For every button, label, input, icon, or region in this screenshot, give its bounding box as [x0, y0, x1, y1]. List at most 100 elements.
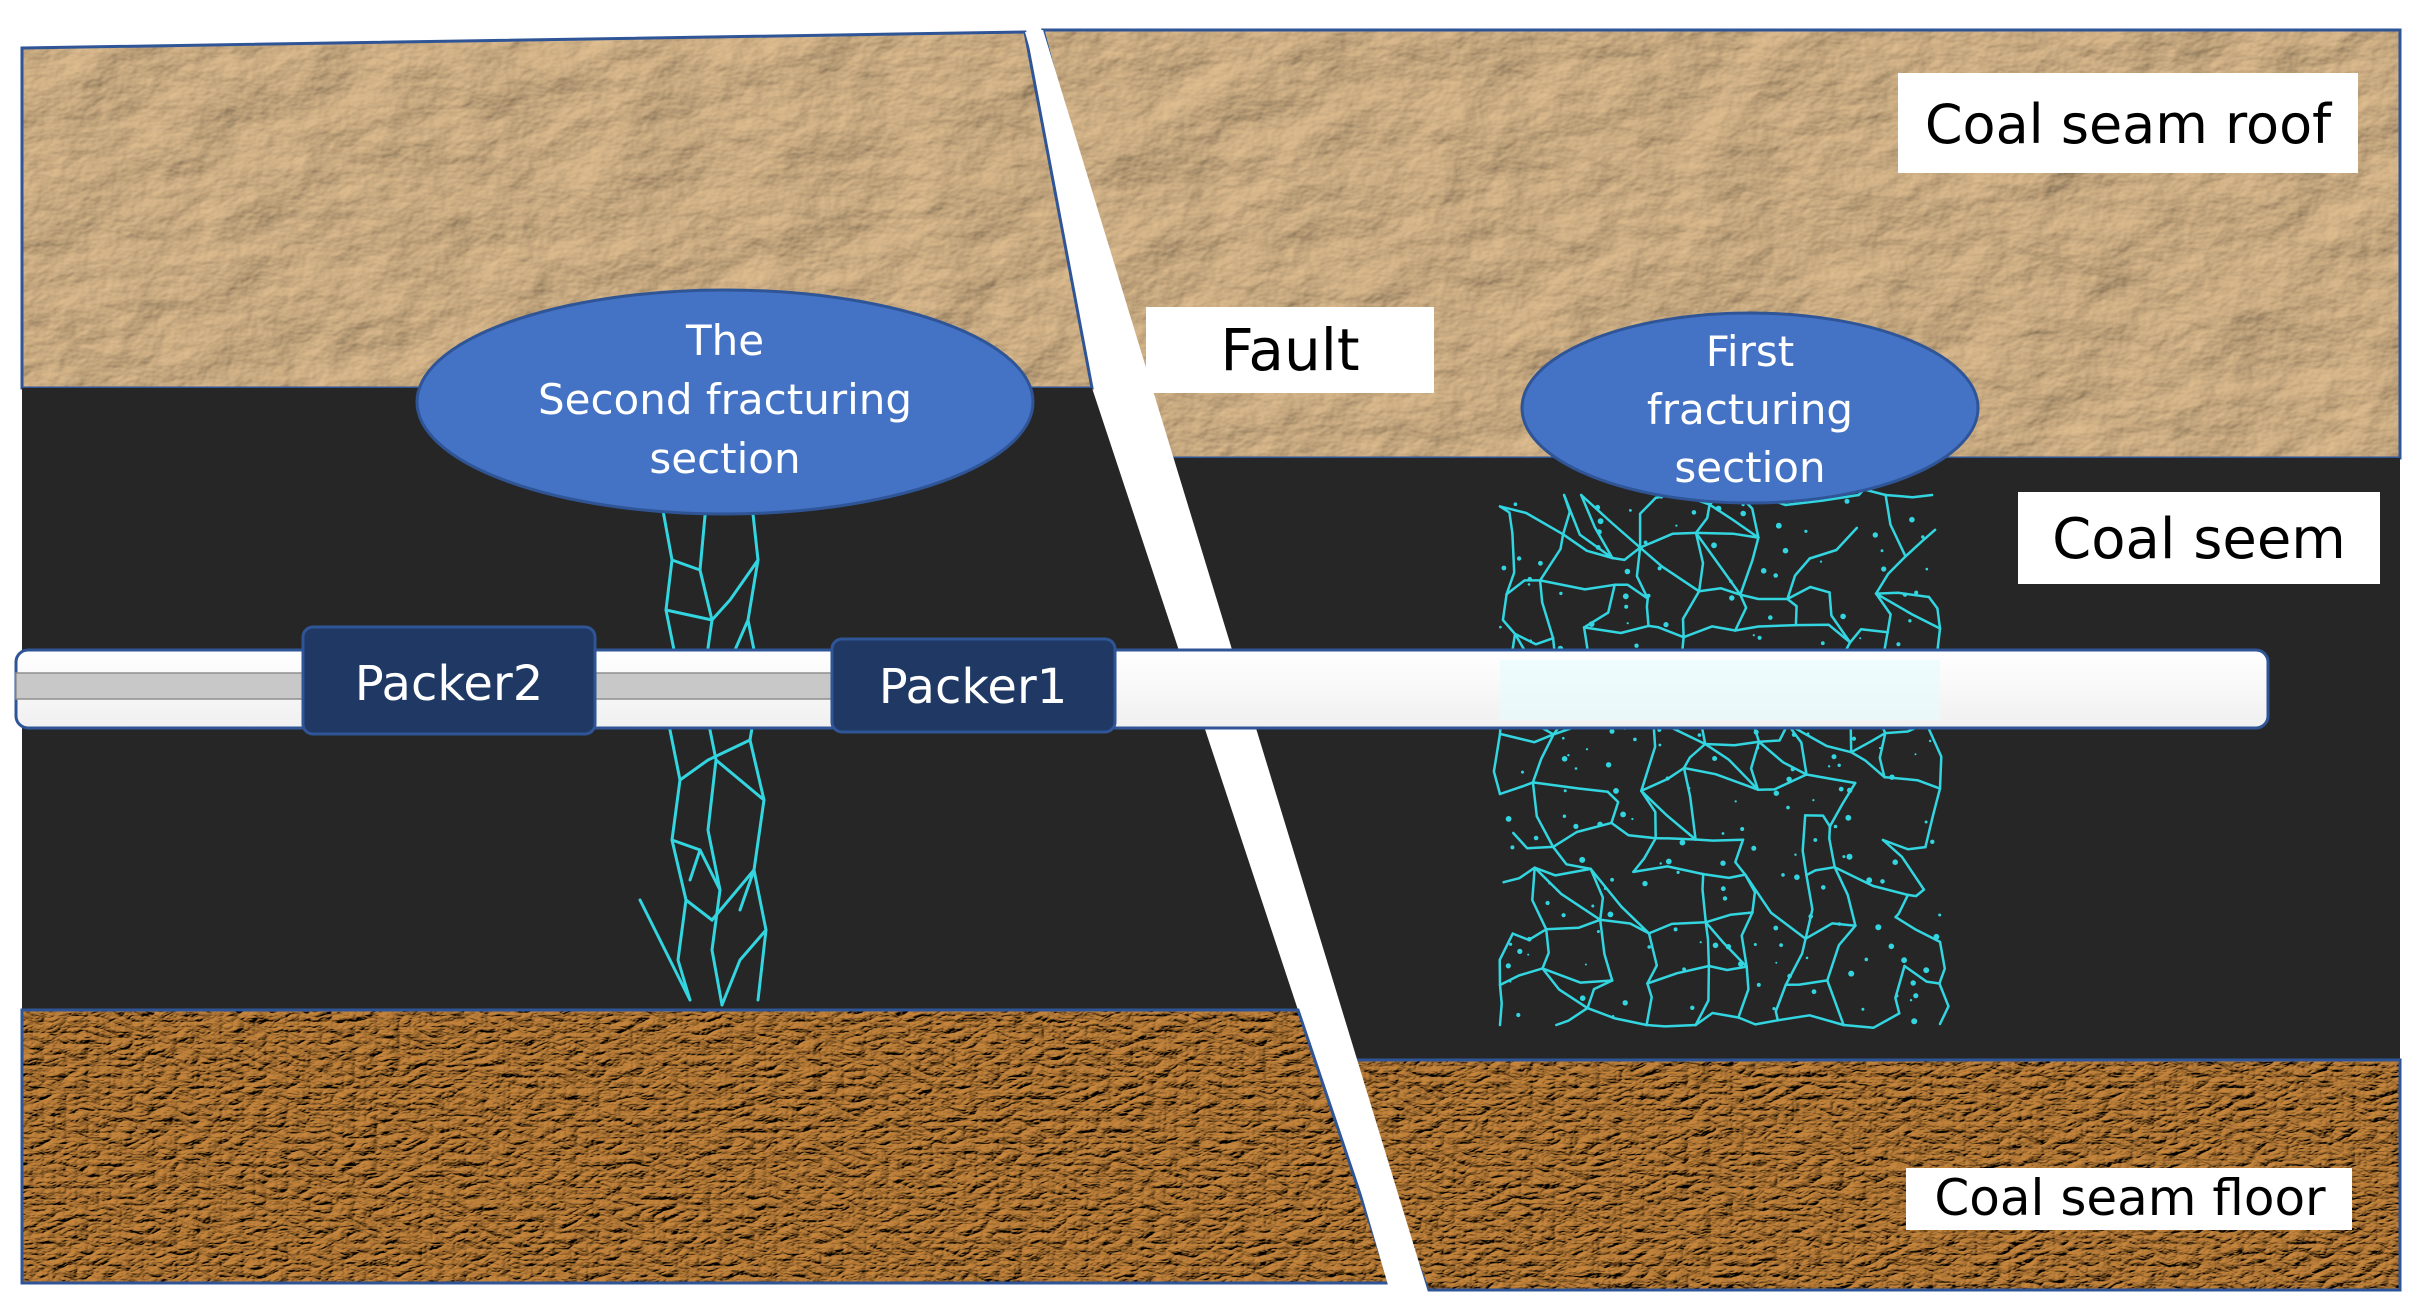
fracture-crack [1498, 732, 1555, 744]
fracture-crack [1743, 873, 1807, 940]
fracture-speck [1611, 1015, 1615, 1018]
fracture-speck [1819, 560, 1823, 563]
fracture-speck [1791, 732, 1797, 737]
first-fracture-network [1492, 488, 1950, 1029]
fracture-crack [1492, 732, 1502, 796]
roof-label-box [1898, 73, 2358, 173]
fracture-speck [1794, 853, 1797, 856]
fracture-crack [1654, 836, 1697, 841]
fracture-speck [1902, 592, 1908, 597]
fracture-speck [1908, 619, 1912, 623]
fracture-speck [1585, 748, 1589, 751]
fracture-crack [1645, 597, 1650, 628]
fracture-crack [1927, 595, 1942, 630]
fracture-speck [1720, 886, 1726, 892]
first-fracturing-line-3: section [1674, 443, 1825, 492]
fracture-speck [1875, 924, 1882, 931]
second-fracturing-line-1: The [685, 316, 764, 365]
fracture-speck [1527, 576, 1533, 582]
fault-label-box [1146, 307, 1434, 393]
fracture-crack [1740, 911, 1754, 968]
fracture-speck [1643, 540, 1648, 545]
fracture-crack [1682, 742, 1707, 770]
fracture-crack [1737, 1016, 1780, 1026]
fracture-crack [1883, 775, 1942, 790]
fracture-crack [1701, 872, 1747, 880]
fracture-speck [1913, 993, 1919, 999]
fracture-crack [1848, 627, 1889, 644]
fracture-crack [1498, 781, 1535, 796]
fracture-crack [1512, 831, 1555, 850]
fracture-crack [1924, 721, 1943, 790]
fracture-speck [1805, 956, 1809, 960]
fracture-speck [1757, 635, 1762, 640]
fracture-speck [1633, 737, 1637, 742]
fracture-speck [1909, 999, 1913, 1002]
fracture-speck [1626, 622, 1629, 625]
fracture-crack [1586, 979, 1614, 1010]
fracture-crack [1501, 592, 1517, 636]
fracture-crack [1786, 597, 1798, 627]
fracture-crack [1498, 983, 1503, 1027]
fracture-crack [1849, 731, 1887, 754]
fracture-speck [1595, 545, 1601, 550]
fracture-crack [1894, 964, 1906, 1015]
fracture-crack [1801, 814, 1808, 877]
fracture-crack [1874, 591, 1931, 599]
fracture-speck [1561, 913, 1566, 918]
fracture-speck [1538, 560, 1543, 566]
fracture-crack [1906, 888, 1926, 898]
first-fracturing-line-1: First [1706, 327, 1794, 376]
fracture-crack [1703, 740, 1761, 747]
fracture-speck [1665, 858, 1672, 865]
left-coal-seam-floor [22, 1010, 1390, 1283]
fracture-speck [1821, 885, 1826, 890]
fracture-speck [1790, 767, 1795, 772]
fracture-speck [1527, 953, 1530, 956]
fracture-speck [1813, 838, 1818, 842]
fracture-speck [1752, 634, 1755, 637]
fracture-crack [1833, 865, 1857, 927]
fracture-speck [1659, 862, 1662, 865]
fracture-speck [1624, 568, 1631, 575]
fracture-speck [1889, 774, 1895, 780]
packer1 [830, 637, 1117, 734]
fracture-speck [1676, 870, 1680, 875]
fracture-crack [1924, 787, 1942, 849]
fracture-speck [1603, 887, 1607, 890]
fracture-speck [1851, 736, 1857, 741]
fracture-speck [1775, 961, 1778, 964]
fracture-crack [1794, 623, 1852, 644]
fracture-speck [1597, 518, 1604, 525]
second-fracturing-line-2: Second fracturing [538, 375, 912, 424]
fracture-speck [1888, 943, 1895, 950]
fracture-crack [1894, 893, 1910, 919]
fracture-speck [1921, 535, 1925, 539]
fracture-crack [1589, 867, 1605, 922]
fracture-crack [1579, 493, 1642, 549]
fracture-crack [1784, 937, 1807, 987]
fracture-speck [1642, 880, 1648, 887]
fracture-speck [1548, 882, 1551, 885]
fracture-speck [1597, 821, 1603, 827]
fracture-speck [1831, 754, 1837, 760]
fracture-speck [1933, 933, 1940, 940]
fracture-speck [1894, 994, 1899, 998]
fracture-crack [1513, 632, 1555, 646]
fracture-crack [1881, 838, 1927, 851]
fracture-crack [1694, 838, 1745, 842]
fracture-speck [1840, 613, 1846, 620]
fracture-crack [1531, 866, 1548, 931]
fracture-speck [1513, 502, 1518, 507]
fracture-crack [1646, 932, 1659, 985]
fracture-crack [1632, 836, 1657, 874]
fracture-speck [1521, 770, 1524, 774]
fracture-crack [1774, 983, 1788, 1022]
fracture-speck [1634, 643, 1639, 648]
fracture-speck [1663, 622, 1669, 628]
fracture-speck [1697, 733, 1702, 737]
fracture-speck [1786, 776, 1792, 782]
pipe-core-left [15, 672, 309, 700]
fracture-crack [1737, 965, 1750, 1019]
